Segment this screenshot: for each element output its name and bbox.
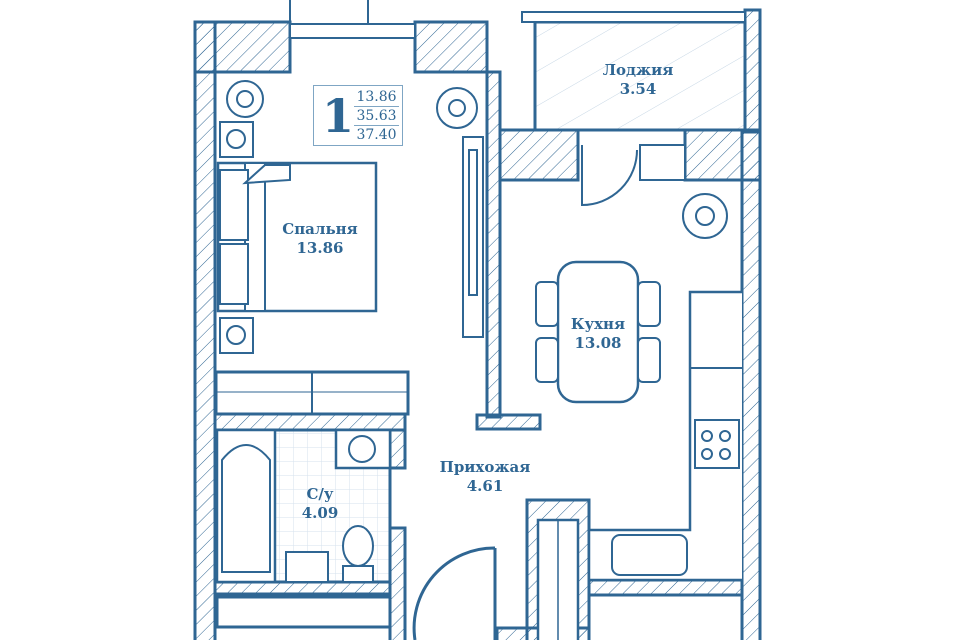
room-label-kitchen: Кухня 13.08 [548, 315, 648, 353]
room-name: Кухня [570, 315, 626, 333]
room-area: 3.54 [619, 80, 657, 98]
room-area: 4.61 [466, 477, 504, 495]
chair [637, 281, 661, 327]
total-area-with-loggia: 37.40 [356, 127, 397, 143]
wall-kitchen-bottom [587, 578, 744, 597]
wall-right [740, 128, 762, 640]
wall-bedroom-kitchen [485, 70, 502, 419]
window-bedroom [289, 23, 416, 39]
wall-top-left [193, 20, 292, 74]
room-name: Прихожая [439, 458, 531, 476]
nightstand-top [219, 121, 254, 158]
wall-loggia-right [743, 8, 762, 134]
chair [535, 337, 559, 383]
loggia-floor [533, 20, 747, 132]
stove [694, 419, 740, 469]
wall-top-mid [413, 20, 489, 74]
loggia-door [581, 145, 638, 207]
room-label-bathroom: С/у 4.09 [290, 485, 350, 523]
loggia-window [521, 11, 746, 23]
wall-left [193, 20, 217, 640]
wall-bath-bottom [213, 580, 392, 596]
wall-bath-right2 [388, 526, 407, 640]
entrance-door [412, 546, 497, 640]
plant-icon [226, 80, 728, 239]
kitchen-counter [587, 290, 742, 582]
total-area: 35.63 [354, 107, 399, 126]
apartment-summary: 1 13.86 35.63 37.40 [313, 85, 403, 146]
toilet [342, 525, 374, 567]
room-label-hallway: Прихожая 4.61 [425, 458, 545, 496]
shelf-bottom [215, 595, 392, 629]
room-label-loggia: Лоджия 3.54 [588, 61, 688, 99]
chair [637, 337, 661, 383]
room-area: 13.08 [574, 334, 622, 352]
rooms-count: 1 [322, 89, 355, 143]
room-area: 13.86 [296, 239, 344, 257]
room-label-bedroom: Спальня 13.86 [270, 220, 370, 258]
window-kitchen [639, 144, 686, 181]
living-area: 13.86 [354, 88, 399, 107]
wall-kitchen-top-left [498, 128, 580, 182]
kitchen-sink [611, 534, 688, 576]
sink [285, 551, 329, 583]
room-name: С/у [306, 485, 334, 503]
dining-table [556, 260, 640, 404]
room-area: 4.09 [301, 504, 339, 522]
wall-cap [475, 413, 542, 431]
room-name: Лоджия [602, 61, 674, 79]
chair [535, 281, 559, 327]
room-name: Спальня [282, 220, 358, 238]
nightstand-bottom [219, 317, 254, 354]
wall-bath-right [388, 428, 407, 470]
